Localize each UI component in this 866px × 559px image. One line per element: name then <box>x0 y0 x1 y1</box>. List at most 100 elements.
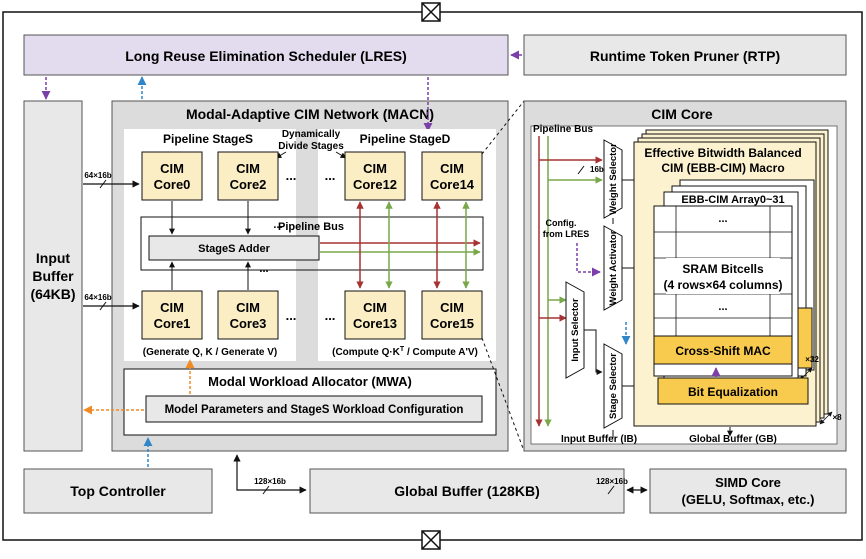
top-controller-label: Top Controller <box>70 483 166 499</box>
weight-activator-mux <box>603 225 623 311</box>
sram-ellipsis: ... <box>718 301 727 313</box>
bus-width-gb-label: 128×16b <box>254 477 286 486</box>
input-selector-to-stage-selector <box>584 329 603 375</box>
bus-width-label: 64×16b <box>84 171 111 180</box>
global-buffer-gb-label: Global Buffer (GB) <box>689 434 777 445</box>
weight-selector-label: Weight Selector <box>608 143 619 215</box>
ellipsis: ... <box>286 168 297 183</box>
cim-core-1: CIM Core1 <box>141 290 203 340</box>
zoom-line-top <box>481 100 525 155</box>
core-label-line1: CIM <box>236 300 260 315</box>
stages-adder-block <box>148 235 320 261</box>
input-buffer-label-3: (64KB) <box>30 286 75 302</box>
core-label-line1: CIM <box>236 161 260 176</box>
config-label-2: from LRES <box>543 229 590 239</box>
bus-width-label: 64×16b <box>84 293 111 302</box>
pipeline-stage-d-label: Pipeline StageD <box>360 132 451 146</box>
config-label-1: Config. <box>546 218 577 228</box>
bus-slash <box>262 485 270 495</box>
input-selector-mux <box>565 281 585 379</box>
core-label-line2: Core1 <box>154 316 191 331</box>
width-16b-label: 16b <box>590 165 604 174</box>
bit-equalization-block <box>657 377 809 405</box>
stages-adder-label: StageS Adder <box>198 243 270 255</box>
global-buffer-label: Global Buffer (128KB) <box>394 483 539 499</box>
cross-shift-mac-block <box>653 335 793 365</box>
input-buffer-block <box>23 100 83 452</box>
pipeline-bus-ellipsis: ... <box>273 219 282 231</box>
core-label-line2: Core14 <box>430 177 475 192</box>
mwa-title: Modal Workload Allocator (MWA) <box>208 374 412 389</box>
sram-label-1: SRAM Bitcells <box>682 262 764 276</box>
sram-label-2: (4 rows×64 columns) <box>663 278 782 292</box>
ellipsis: ... <box>286 308 297 323</box>
input-buffer-ib-label: Input Buffer (IB) <box>561 434 637 445</box>
x8-depth-arrow <box>819 411 833 425</box>
cim-core-3: CIM Core3 <box>217 290 279 340</box>
bit-equalization-label: Bit Equalization <box>688 385 778 399</box>
simd-core-block <box>649 468 847 514</box>
stage-selector-mux <box>603 343 623 429</box>
core-label-line2: Core2 <box>230 177 267 192</box>
sram-ellipsis: ... <box>718 213 727 225</box>
ebb-macro-label-2: CIM (EBB-CIM) Macro <box>661 161 784 175</box>
input-buffer-label-1: Input <box>36 250 71 266</box>
cim-core-12: CIM Core12 <box>344 151 406 201</box>
cim-core-title: CIM Core <box>651 106 713 122</box>
pipeline-bus-label: Pipeline Bus <box>278 221 344 233</box>
adder-ellipsis: ... <box>259 263 268 275</box>
x32-label: ×32 <box>805 355 819 364</box>
bus-slash <box>99 301 107 311</box>
weight-selector-mux <box>603 139 623 219</box>
core-label-line2: Core15 <box>430 316 474 331</box>
input-selector-label: Input Selector <box>570 298 581 362</box>
ellipsis: ... <box>325 168 336 183</box>
cross-shift-mac-label: Cross-Shift MAC <box>675 344 771 358</box>
simd-label-2: (GELU, Softmax, etc.) <box>682 492 815 507</box>
core-label-line1: CIM <box>440 300 464 315</box>
core-label-line1: CIM <box>440 161 464 176</box>
ebb-array-label: EBB-CIM Array0~31 <box>681 194 784 206</box>
core-label-line1: CIM <box>160 161 184 176</box>
cim-core-13: CIM Core13 <box>344 290 406 340</box>
lres-block <box>23 34 509 76</box>
divide-stages-label-2: Divide Stages <box>278 141 344 152</box>
pipeline-bus-box <box>140 216 484 271</box>
stage-selector-label: Stage Selector <box>608 353 619 419</box>
bottom-io-pad-icon <box>421 530 441 550</box>
ebb-macro-label-1: Effective Bitwidth Balanced <box>644 146 801 160</box>
mwa-config-label: Model Parameters and StageS Workload Con… <box>165 404 464 416</box>
core-label-line2: Core12 <box>353 177 397 192</box>
top-io-pad-icon <box>421 2 441 22</box>
zoom-line-bottom <box>481 337 525 452</box>
cim-core-14: CIM Core14 <box>421 151 483 201</box>
pipeline-stage-s-label: Pipeline StageS <box>163 132 253 146</box>
bus-slash <box>577 165 585 175</box>
rtp-block <box>523 34 847 76</box>
core-label-line2: Core3 <box>230 316 267 331</box>
compute-note: (Compute Q·KT / Compute A'V) <box>332 346 478 358</box>
rtp-label: Runtime Token Pruner (RTP) <box>590 48 780 64</box>
mwa-config-block <box>145 395 483 423</box>
input-buffer-label-2: Buffer <box>32 268 74 284</box>
cim-core-0: CIM Core0 <box>141 151 203 201</box>
bus-width-gb-label: 128×16b <box>596 477 628 486</box>
cim-core-2: CIM Core2 <box>217 151 279 201</box>
core-label-line1: CIM <box>363 161 387 176</box>
core-label-line1: CIM <box>363 300 387 315</box>
bus-slash <box>99 179 107 189</box>
ellipsis: ... <box>325 308 336 323</box>
divide-right-arrow <box>335 151 347 159</box>
divide-stages-label-1: Dynamically <box>282 129 341 140</box>
simd-label-1: SIMD Core <box>715 475 781 490</box>
x8-label: ×8 <box>832 413 842 422</box>
cim-pipeline-bus-label: Pipeline Bus <box>533 124 593 135</box>
weight-activator-label: Weight Activator <box>608 230 619 305</box>
lres-label: Long Reuse Elimination Scheduler (LRES) <box>125 48 407 64</box>
macn-global-buffer-bus <box>233 454 307 494</box>
generate-note: (Generate Q, K / Generate V) <box>143 347 278 358</box>
macn-title: Modal-Adaptive CIM Network (MACN) <box>186 106 434 122</box>
top-controller-block <box>23 468 213 514</box>
